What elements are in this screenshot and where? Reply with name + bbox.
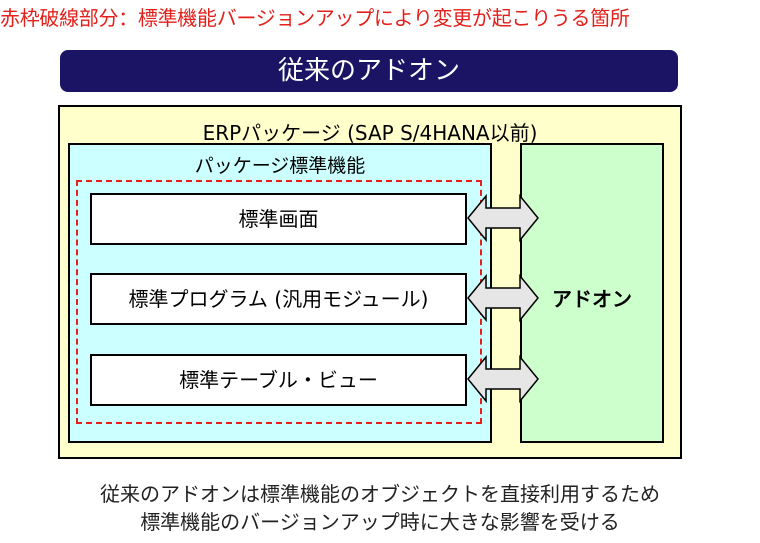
standard-functions-label: パッケージ標準機能 — [194, 155, 366, 177]
erp-package-label: ERPパッケージ (SAP S/4HANA以前) — [202, 121, 538, 145]
caption-line-1: 従来のアドオンは標準機能のオブジェクトを直接利用するため — [100, 482, 660, 506]
caption-line-2: 標準機能のバージョンアップ時に大きな影響を受ける — [140, 510, 620, 534]
standard-program-box: 標準プログラム (汎用モジュール) — [90, 273, 467, 325]
standard-screen-box: 標準画面 — [90, 193, 467, 245]
addon-label: アドオン — [552, 287, 632, 311]
change-scope-note: 赤枠破線部分：標準機能バージョンアップにより変更が起こりうる箇所 — [0, 6, 630, 30]
title-banner: 従来のアドオン — [60, 50, 678, 92]
addon-box: アドオン — [520, 143, 664, 443]
standard-table-view-box: 標準テーブル・ビュー — [90, 354, 467, 406]
double-arrow-table — [467, 354, 539, 404]
double-arrow-program — [467, 273, 539, 323]
double-arrow-screen — [467, 193, 539, 243]
